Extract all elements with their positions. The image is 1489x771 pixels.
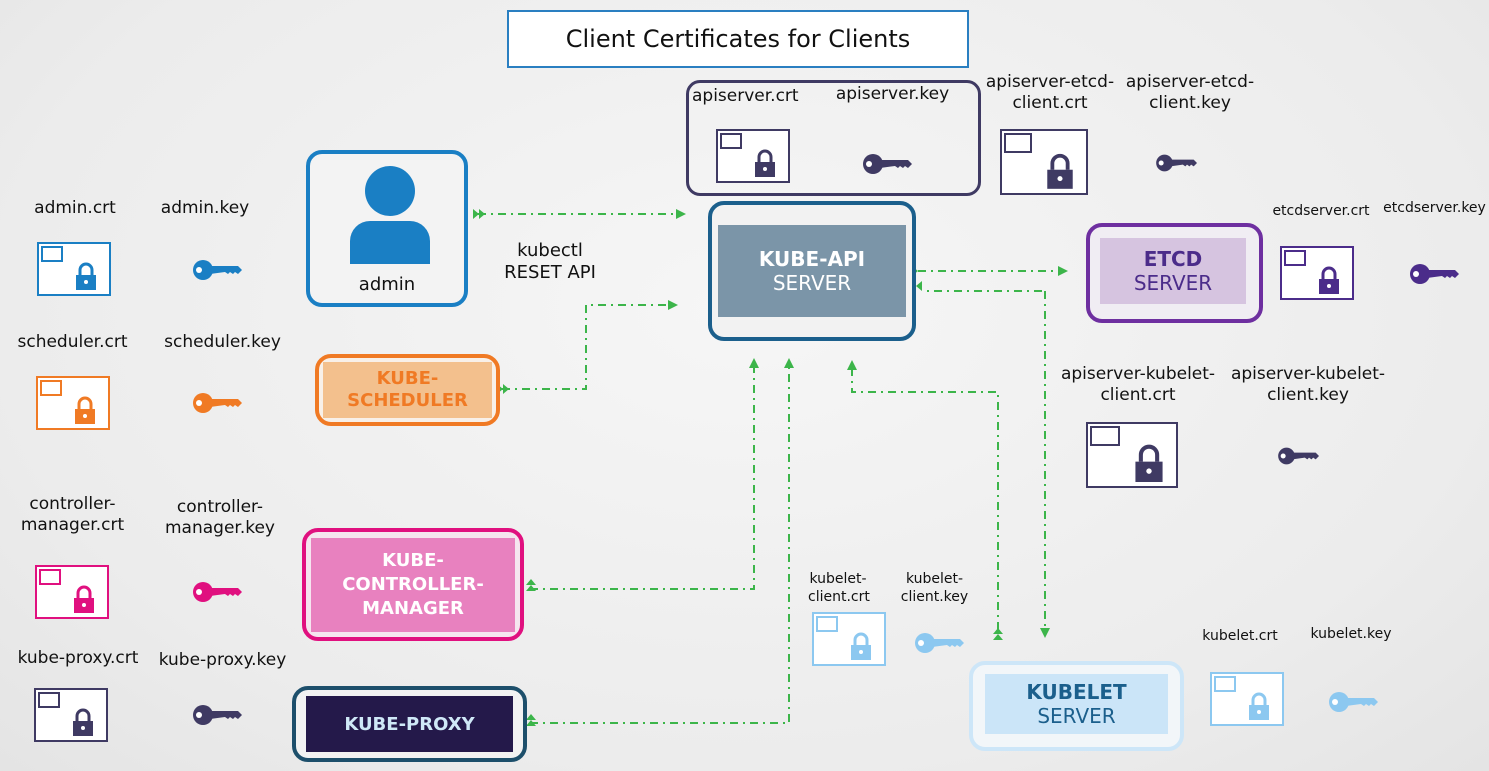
controller-manager-key-label: controller-manager.key xyxy=(164,497,275,538)
etcdserver-key-label: etcdserver.key xyxy=(1383,200,1486,216)
apiserver-kubelet-client-key-icon xyxy=(1278,447,1319,465)
apiserver-crt-label: apiserver.crt xyxy=(692,86,799,106)
etcdserver-key-icon xyxy=(1410,264,1459,284)
etcd-server-node[interactable]: ETCD SERVER xyxy=(1086,223,1263,323)
kubelet-certificate-icon xyxy=(1210,672,1284,726)
apiserver-etcd-client-key-icon xyxy=(1156,154,1197,172)
kube-proxy-key-label: kube-proxy.key xyxy=(158,650,287,670)
apiserver-kubelet-client-crt-label: apiserver-kubelet-client.crt xyxy=(1060,364,1216,405)
apiserver-kubelet-client-key-label: apiserver-kubelet-client.key xyxy=(1230,364,1386,405)
admin-key-label: admin.key xyxy=(160,198,250,218)
etcd-subtitle: SERVER xyxy=(1133,271,1213,295)
admin-label: admin xyxy=(358,274,416,295)
scheduler-key-label: scheduler.key xyxy=(164,332,281,352)
arrow-scheduler-to-api xyxy=(502,300,678,390)
diagram-title: Client Certificates for Clients xyxy=(507,10,969,68)
kube-proxy-crt-label: kube-proxy.crt xyxy=(17,648,139,668)
apiserver-etcd-client-key-label: apiserver-etcd-client.key xyxy=(1125,72,1255,113)
admin-certificate-icon xyxy=(37,242,111,296)
apiserver-etcd-client-certificate-icon xyxy=(1000,129,1088,195)
kube-apiserver-node[interactable]: KUBE-API SERVER xyxy=(708,201,916,341)
user-icon xyxy=(350,166,430,264)
kube-proxy-node[interactable]: KUBE-PROXY xyxy=(292,686,527,762)
kubelet-client-key-label: kubelet-client.key xyxy=(900,571,969,605)
admin-key-icon xyxy=(193,260,242,280)
kubelet-client-certificate-icon xyxy=(812,612,886,666)
kubelet-client-key-icon xyxy=(915,633,964,653)
admin-crt-label: admin.crt xyxy=(34,198,116,218)
apiserver-etcd-client-crt-label: apiserver-etcd-client.crt xyxy=(985,72,1115,113)
kube-proxy-certificate-icon xyxy=(34,688,108,742)
apiserver-certificate-icon xyxy=(716,129,790,183)
admin-node[interactable]: admin xyxy=(306,150,468,307)
etcd-title: ETCD xyxy=(1143,247,1203,271)
apiserver-subtitle: SERVER xyxy=(772,271,852,295)
apiserver-cert-group xyxy=(686,80,981,196)
apiserver-kubelet-client-certificate-icon xyxy=(1086,422,1178,488)
kube-proxy-key-icon xyxy=(193,705,242,725)
controller-manager-crt-label: controller-manager.crt xyxy=(20,494,125,535)
scheduler-title-line2: SCHEDULER xyxy=(347,390,468,411)
controller-manager-key-icon xyxy=(193,582,242,602)
scheduler-crt-label: scheduler.crt xyxy=(17,332,128,352)
etcdserver-certificate-icon xyxy=(1280,246,1354,300)
apiserver-title: KUBE-API xyxy=(758,247,866,271)
apiserver-key-icon xyxy=(863,154,912,174)
scheduler-certificate-icon xyxy=(36,376,110,430)
kubelet-key-icon xyxy=(1329,692,1378,712)
arrow-controller-to-api xyxy=(530,358,759,590)
kube-scheduler-node[interactable]: KUBE- SCHEDULER xyxy=(315,354,500,426)
apiserver-key-label: apiserver.key xyxy=(835,84,950,104)
kubelet-client-crt-label: kubelet-client.crt xyxy=(808,571,870,605)
controller-manager-certificate-icon xyxy=(35,565,109,619)
arrow-proxy-to-api xyxy=(530,358,794,724)
kubelet-key-label: kubelet.key xyxy=(1310,626,1392,642)
kubelet-server-node[interactable]: KUBELET SERVER xyxy=(969,661,1184,751)
kube-controller-manager-node[interactable]: KUBE- CONTROLLER- MANAGER xyxy=(302,528,524,641)
scheduler-title-line1: KUBE- xyxy=(376,368,439,389)
kubelet-subtitle: SERVER xyxy=(1037,704,1116,728)
kubelet-crt-label: kubelet.crt xyxy=(1202,628,1278,644)
scheduler-key-icon xyxy=(193,393,242,413)
kubelet-title: KUBELET xyxy=(1026,680,1127,704)
etcdserver-crt-label: etcdserver.crt xyxy=(1272,203,1370,219)
